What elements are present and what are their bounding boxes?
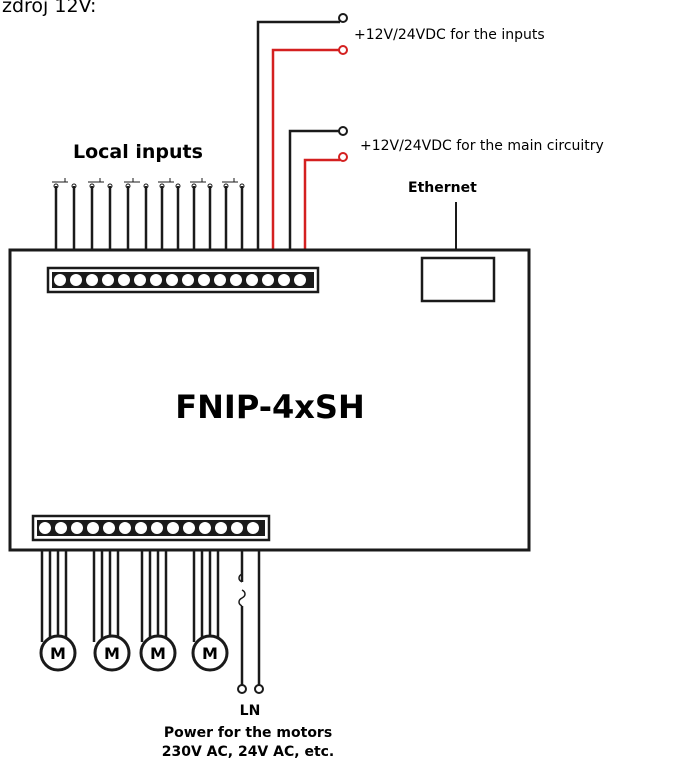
line-terminals-label: LN <box>240 703 261 719</box>
device-name: FNIP-4xSH <box>175 388 364 426</box>
motor-1: M <box>39 634 77 672</box>
line-terminal-l <box>237 684 247 694</box>
header-fragment: zdroj 12V: <box>2 0 96 17</box>
local-inputs-label: Local inputs <box>73 141 203 163</box>
motor-wires <box>40 550 220 642</box>
motor-3-label: M <box>150 644 166 663</box>
power-line-wires <box>238 550 261 685</box>
motor-2-label: M <box>104 644 120 663</box>
supply-inputs-negative-terminal <box>338 13 348 23</box>
motor-2: M <box>93 634 131 672</box>
top-terminal-block <box>46 266 320 294</box>
supply-inputs-label: +12V/24VDC for the inputs <box>354 27 545 43</box>
local-input-switches <box>52 178 245 250</box>
supply-inputs-positive-terminal <box>338 45 348 55</box>
bottom-terminal-block <box>31 514 271 542</box>
motor-1-label: M <box>50 644 66 663</box>
motor-4-label: M <box>202 644 218 663</box>
power-label-line2: 230V AC, 24V AC, etc. <box>162 744 335 760</box>
power-label-line1: Power for the motors <box>164 725 332 741</box>
supply-main-wires <box>288 129 340 250</box>
ethernet-label: Ethernet <box>408 180 477 196</box>
supply-main-negative-terminal <box>338 126 348 136</box>
supply-main-positive-terminal <box>338 152 348 162</box>
ethernet-port <box>420 256 496 303</box>
supply-main-label: +12V/24VDC for the main circuitry <box>360 138 604 154</box>
motor-4: M <box>191 634 229 672</box>
line-terminal-n <box>254 684 264 694</box>
supply-inputs-wires <box>256 20 340 250</box>
motor-3: M <box>139 634 177 672</box>
